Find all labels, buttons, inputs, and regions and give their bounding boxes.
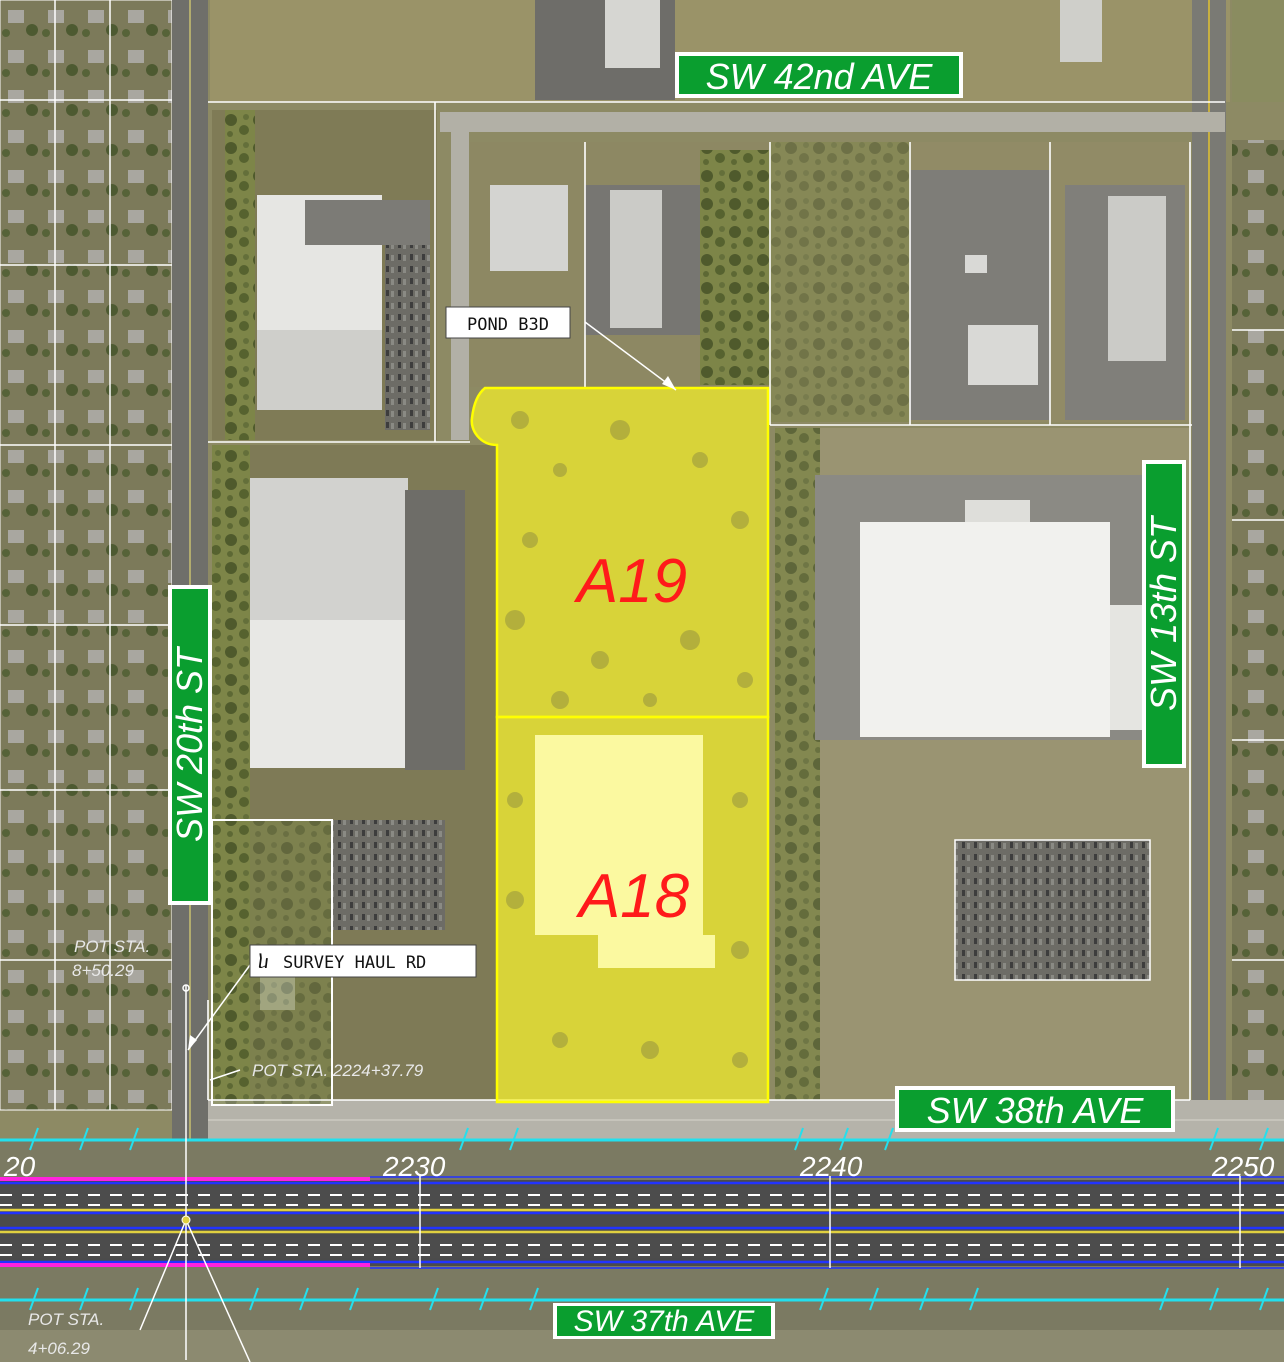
parcel-a19-label: A19 xyxy=(573,547,687,616)
pot-station-3-label: POT STA. xyxy=(28,1310,104,1329)
row-ticks xyxy=(29,1127,1269,1311)
right-of-way-lines xyxy=(0,1138,1284,1302)
warehouse-east xyxy=(860,522,1110,737)
pot-station-2: POT STA. 2224+37.79 xyxy=(252,1061,424,1080)
survey-alignment xyxy=(139,321,677,1362)
pot-station-1-value: 8+50.29 xyxy=(72,961,134,980)
parking-lot-east xyxy=(955,840,1150,980)
station-ticks xyxy=(419,1176,1241,1268)
station-label-2250: 2250 xyxy=(1211,1151,1275,1182)
label-sw-38th-ave: SW 38th AVE xyxy=(895,1086,1175,1132)
edge-lines xyxy=(0,1177,370,1267)
label-sw-20th-st: SW 20th ST xyxy=(168,585,212,905)
station-label-2240: 2240 xyxy=(799,1151,863,1182)
parcel-a18-label: A18 xyxy=(575,862,690,931)
svg-text:SW 13th ST: SW 13th ST xyxy=(1143,514,1184,711)
residential-lot-lines xyxy=(0,0,1284,1110)
lane-lines xyxy=(0,1176,1284,1269)
label-sw-42nd-ave: SW 42nd AVE xyxy=(675,52,963,98)
svg-text:SW 20th ST: SW 20th ST xyxy=(169,645,210,842)
label-sw-37th-ave: SW 37th AVE xyxy=(553,1303,775,1339)
svg-text:SURVEY HAUL RD: SURVEY HAUL RD xyxy=(283,953,426,973)
a18-building xyxy=(535,735,703,935)
svg-text:POND B3D: POND B3D xyxy=(467,315,549,335)
a19-vegetation xyxy=(505,411,753,1068)
residential-east xyxy=(1232,140,1284,1110)
pot-station-1-label: POT STA. xyxy=(74,937,150,956)
building-north-1 xyxy=(490,185,568,271)
station-label-2230: 2230 xyxy=(382,1151,446,1182)
residential-west xyxy=(0,0,172,1110)
svg-text:SW 38th AVE: SW 38th AVE xyxy=(927,1090,1145,1131)
callout-pond-b3d: POND B3D xyxy=(445,306,571,339)
pot-station-3-value: 4+06.29 xyxy=(28,1339,90,1358)
building-north-2 xyxy=(610,190,662,328)
callout-survey-haul-rd: ⴑ SURVEY HAUL RD xyxy=(249,944,477,978)
svg-text:ⴑ: ⴑ xyxy=(258,952,269,973)
label-sw-13th-st: SW 13th ST xyxy=(1142,460,1186,768)
building-ne-small xyxy=(968,325,1038,385)
svg-text:SW 37th AVE: SW 37th AVE xyxy=(574,1305,756,1338)
station-label-2220: 20 xyxy=(3,1151,36,1182)
building-ne-tall xyxy=(1108,196,1166,361)
svg-text:SW 42nd AVE: SW 42nd AVE xyxy=(706,56,934,97)
